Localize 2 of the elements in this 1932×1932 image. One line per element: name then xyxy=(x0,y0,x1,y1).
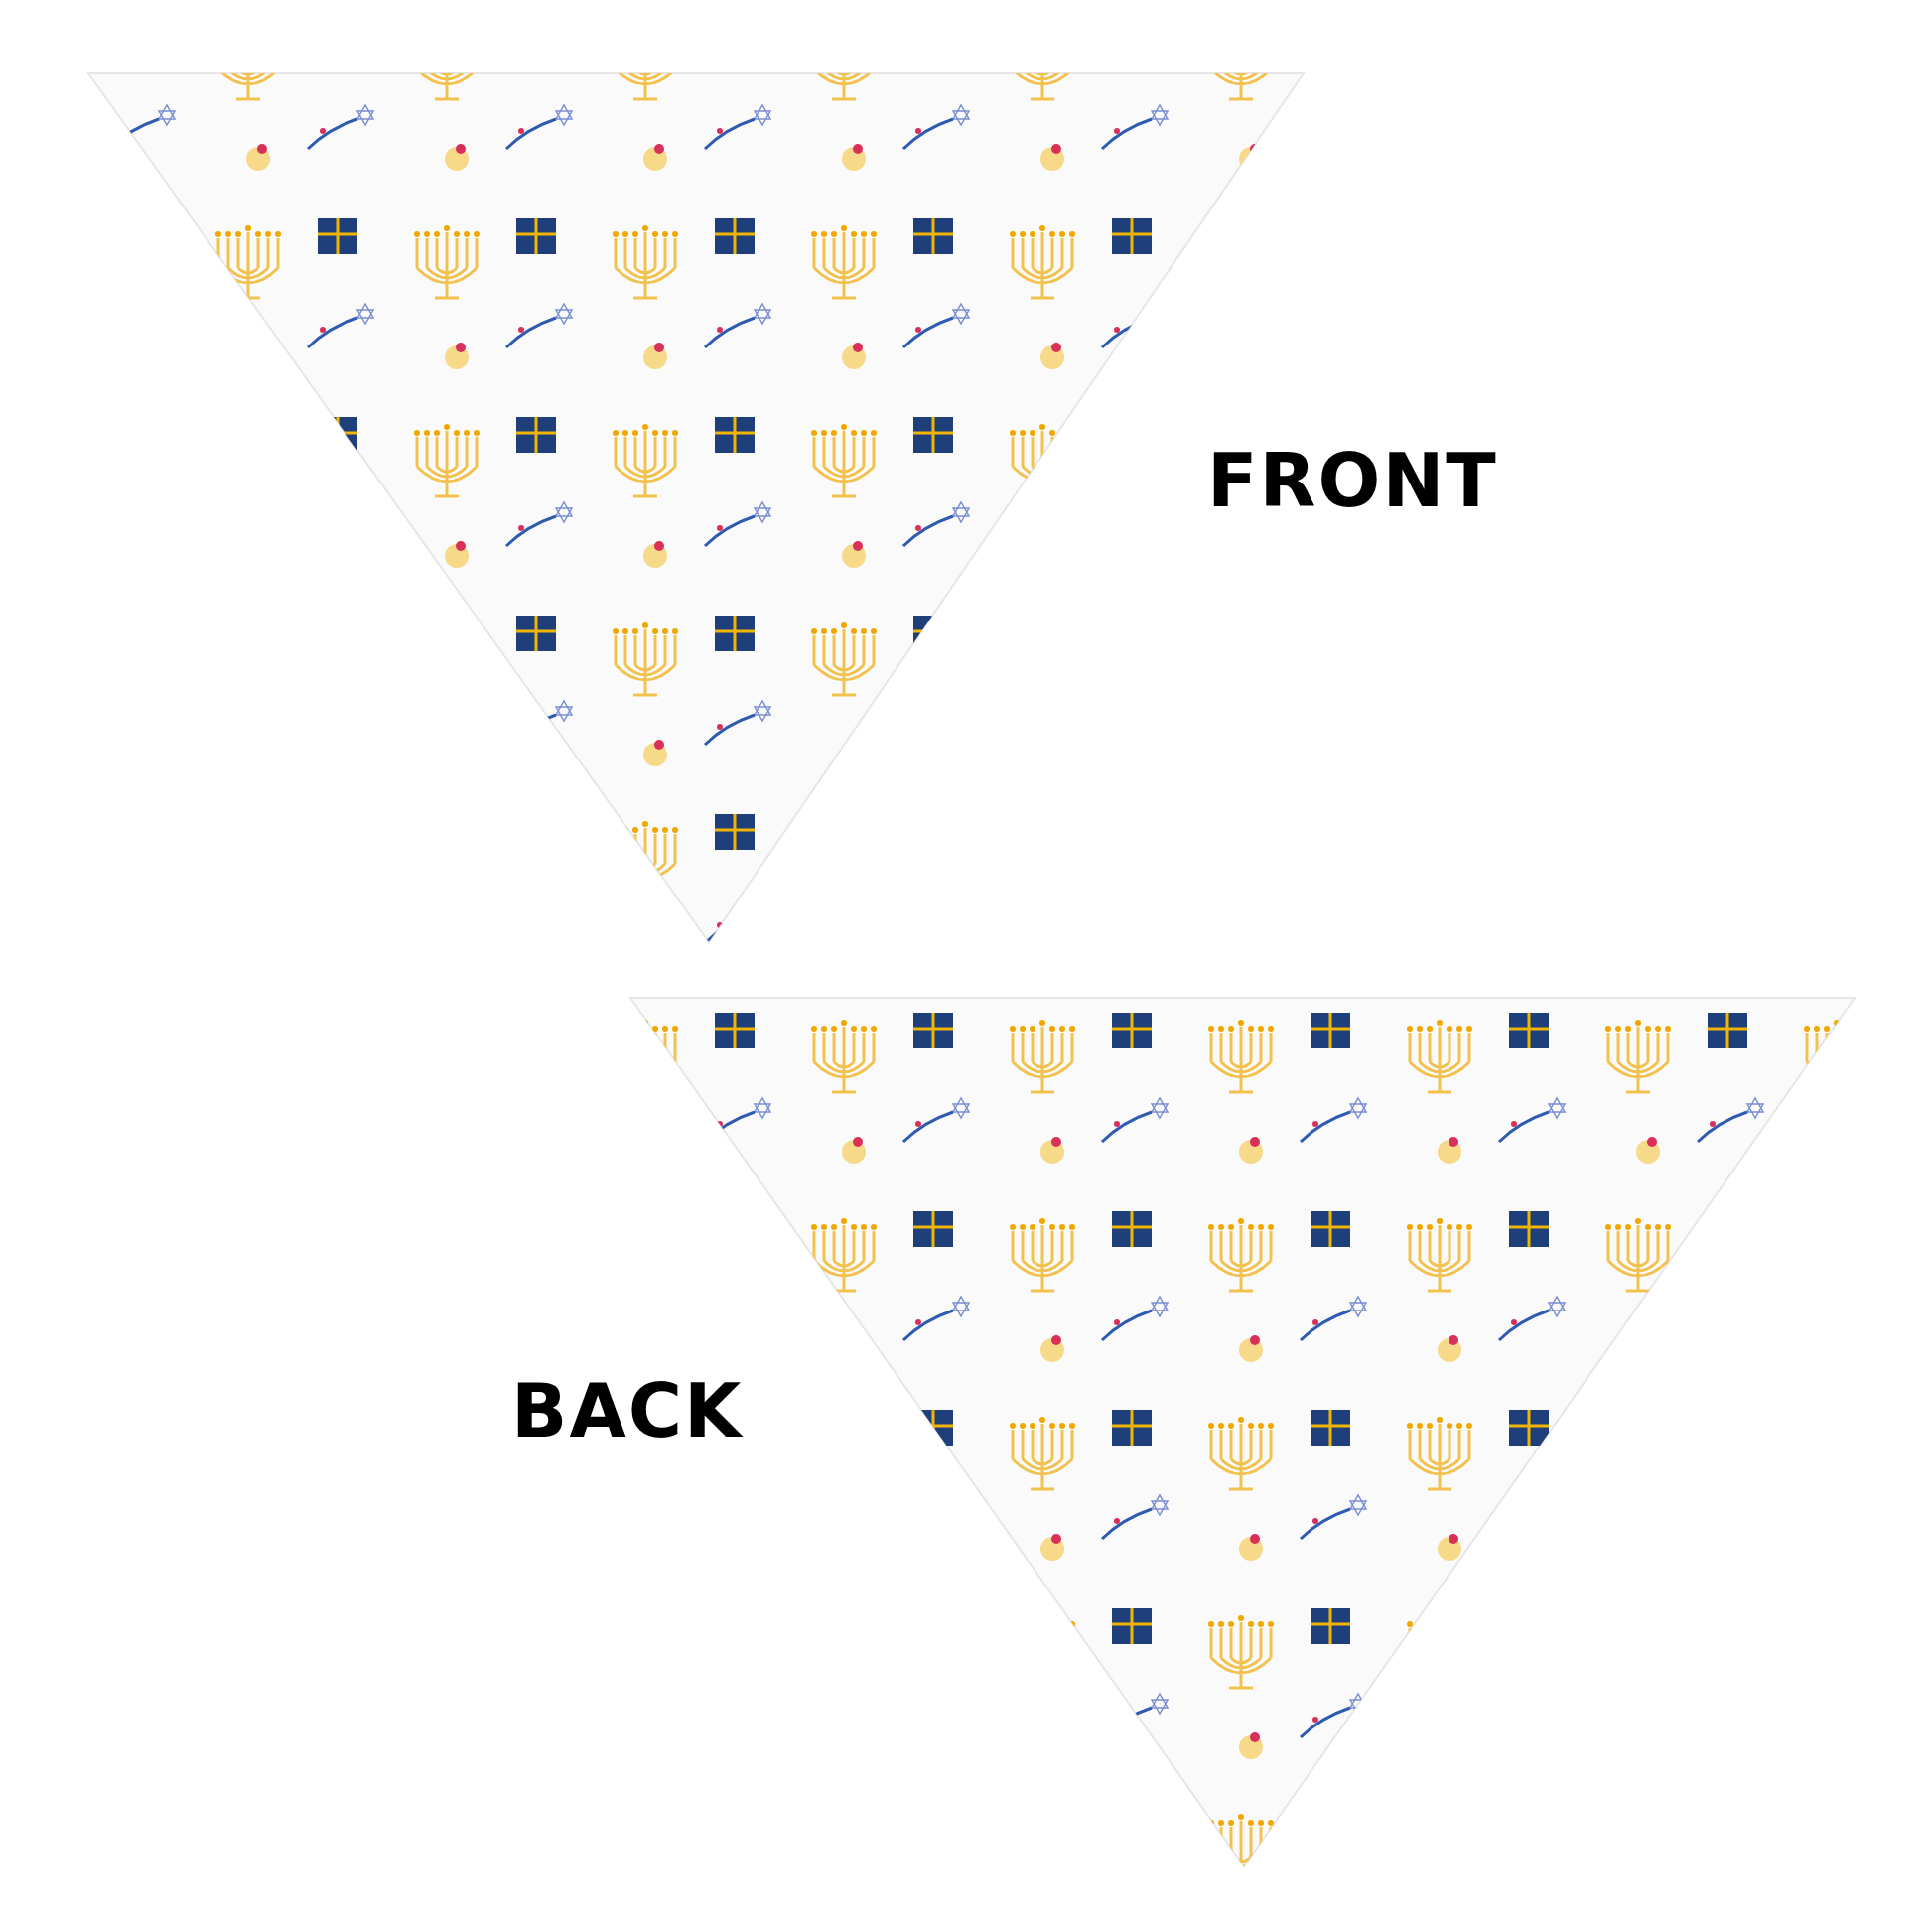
side-label: FRONT xyxy=(1207,444,1498,517)
side-label: BACK xyxy=(511,1374,744,1448)
